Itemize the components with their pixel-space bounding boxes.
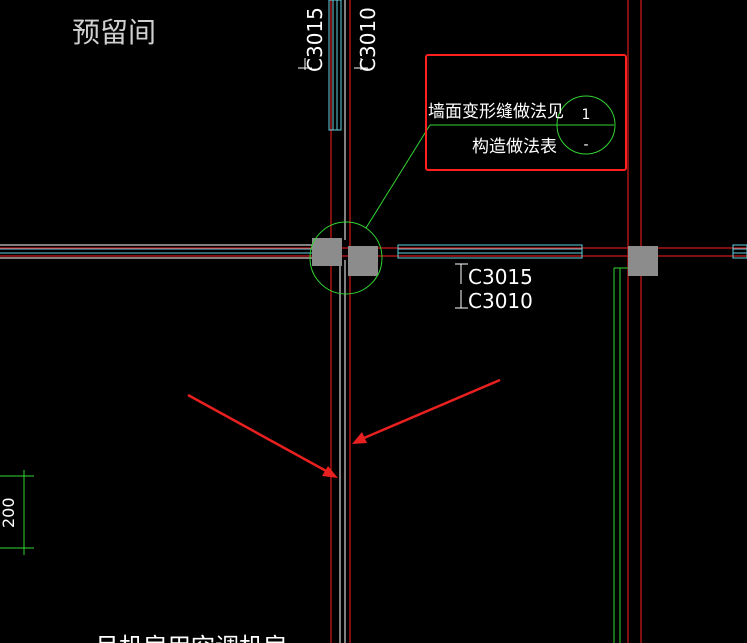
horizontal-window-label-top: C3015 bbox=[468, 265, 533, 289]
room-label: 预留间 bbox=[72, 16, 156, 49]
vertical-window-label-bottom: C3010 bbox=[356, 7, 380, 72]
window-c3015-vertical bbox=[328, 0, 346, 240]
arrow-right bbox=[352, 378, 501, 444]
column-left bbox=[312, 238, 342, 266]
detail-index-symbol: 1 - bbox=[556, 95, 616, 155]
vertical-window-tag: C3015 C3010 bbox=[298, 7, 380, 72]
detail-index-sheet: - bbox=[583, 137, 588, 153]
callout-leader bbox=[309, 124, 614, 295]
detail-index-number: 1 bbox=[582, 107, 591, 123]
right-walls bbox=[613, 0, 642, 643]
callout-line2: 构造做法表 bbox=[472, 137, 557, 157]
column-center bbox=[348, 246, 378, 276]
window-right-stub bbox=[732, 244, 747, 259]
bottom-partial-label: 吊机房用空调机房 bbox=[95, 633, 287, 643]
column-right bbox=[628, 246, 658, 276]
dimension-marker: 200 bbox=[0, 470, 34, 555]
window-left-horizontal bbox=[0, 244, 312, 259]
callout-line1: 墙面变形缝做法见 bbox=[428, 102, 564, 122]
horizontal-window-label-bottom: C3010 bbox=[468, 289, 533, 313]
dimension-value: 200 bbox=[0, 497, 18, 528]
window-c3015-horizontal bbox=[397, 244, 583, 259]
columns bbox=[312, 238, 658, 276]
vertical-window-label-top: C3015 bbox=[303, 7, 327, 72]
vertical-wall bbox=[330, 0, 351, 643]
arrow-left bbox=[187, 393, 338, 478]
horizontal-window-tag: C3015 C3010 bbox=[455, 263, 533, 313]
highlight-box bbox=[425, 54, 627, 171]
